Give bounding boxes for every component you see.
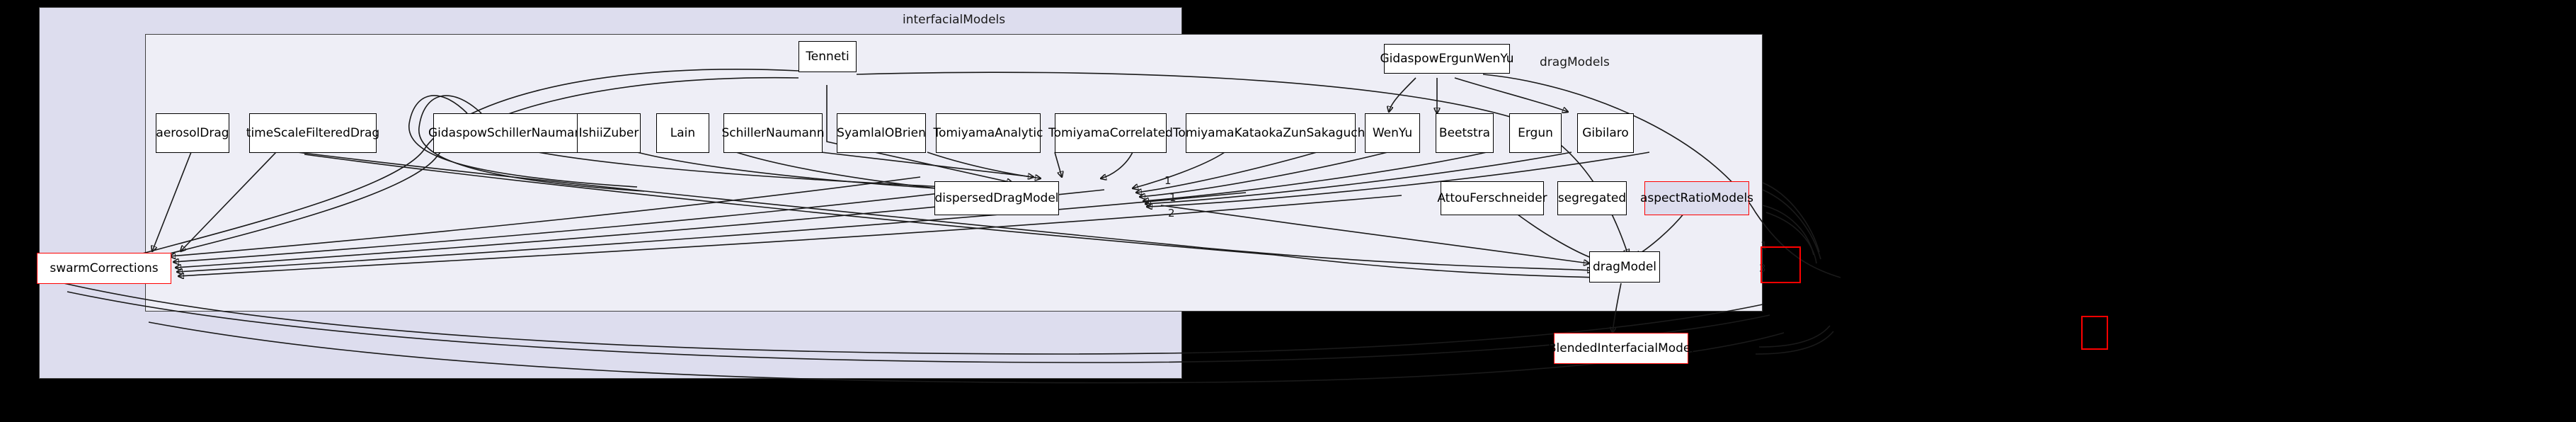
orphan-box-1[interactable] [1761,246,1801,283]
node-dispersedDragModel[interactable]: dispersedDragModel [934,181,1059,215]
edge-label-4: 1 [1761,239,1768,252]
node-TomiyamaCorrelated[interactable]: TomiyamaCorrelated [1048,113,1173,153]
node-Ergun-label: Ergun [1518,125,1553,140]
node-Tenneti[interactable]: Tenneti [798,41,857,72]
edge-label-3: 2 [1168,207,1175,219]
cluster-dragModels-label: dragModels [1540,55,1610,69]
node-aerosolDrag[interactable]: aerosolDrag [156,113,229,153]
node-dispersedDragModel-label: dispersedDragModel [934,190,1059,205]
node-BlendedInterfacialModel[interactable]: BlendedInterfacialModel [1548,333,1694,364]
node-SyamlalOBrien-label: SyamlalOBrien [837,125,926,140]
node-SyamlalOBrien[interactable]: SyamlalOBrien [837,113,926,153]
node-SchillerNaumann-label: SchillerNaumann [721,125,825,140]
node-TomiyamaCorrelated-label: TomiyamaCorrelated [1048,125,1173,140]
node-AttouFerschneider-label: AttouFerschneider [1437,190,1547,205]
node-AttouFerschneider[interactable]: AttouFerschneider [1437,181,1547,215]
cluster-interfacialModels-label: interfacialModels [903,13,1006,27]
node-GidaspowSchillerNaumann[interactable]: GidaspowSchillerNaumann [428,113,590,153]
edge-label-2: 1 [1169,191,1177,204]
node-TomiyamaAnalytic[interactable]: TomiyamaAnalytic [934,113,1043,153]
node-GidaspowErgunWenYu[interactable]: GidaspowErgunWenYu [1380,44,1514,74]
node-Lain[interactable]: Lain [656,113,709,153]
node-Lain-label: Lain [670,125,696,140]
node-TomiyamaAnalytic-label: TomiyamaAnalytic [933,125,1043,140]
node-aerosolDrag-label: aerosolDrag [156,125,229,140]
edge-label-5: 3 [1759,262,1766,275]
orphan-box-2[interactable] [2081,316,2108,350]
node-segregated[interactable]: segregated [1557,181,1627,215]
node-GidaspowErgunWenYu-label: GidaspowErgunWenYu [1380,51,1514,66]
node-WenYu-label: WenYu [1372,125,1413,140]
node-SchillerNaumann[interactable]: SchillerNaumann [722,113,824,153]
node-BlendedInterfacialModel-label: BlendedInterfacialModel [1547,341,1695,355]
node-swarmCorrections[interactable]: swarmCorrections [37,253,171,284]
node-timeScaleFilteredDrag[interactable]: timeScaleFilteredDrag [246,113,379,153]
node-Beetstra[interactable]: Beetstra [1436,113,1494,153]
node-Ergun[interactable]: Ergun [1509,113,1562,153]
node-dragModel-label: dragModel [1592,259,1657,274]
node-aspectRatioModels[interactable]: aspectRatioModels [1640,181,1753,215]
node-GidaspowSchillerNaumann-label: GidaspowSchillerNaumann [428,125,590,140]
edge-label-1: 1 [1164,174,1172,187]
node-aspectRatioModels-label: aspectRatioModels [1639,190,1754,205]
node-Gibilaro[interactable]: Gibilaro [1577,113,1634,153]
node-Beetstra-label: Beetstra [1438,125,1491,140]
node-swarmCorrections-label: swarmCorrections [50,261,159,275]
node-Tenneti-label: Tenneti [806,49,849,64]
cluster-dragModels [145,34,1763,312]
node-IshiiZuber-label: IshiiZuber [578,125,639,140]
node-TomiyamaKataokaZunSakaguchi[interactable]: TomiyamaKataokaZunSakaguchi [1173,113,1368,153]
node-WenYu[interactable]: WenYu [1365,113,1420,153]
node-Gibilaro-label: Gibilaro [1582,125,1629,140]
node-dragModel[interactable]: dragModel [1589,251,1660,283]
node-TomiyamaKataokaZunSakaguchi-label: TomiyamaKataokaZunSakaguchi [1172,125,1369,140]
node-segregated-label: segregated [1557,190,1627,205]
node-IshiiZuber[interactable]: IshiiZuber [577,113,641,153]
node-timeScaleFilteredDrag-label: timeScaleFilteredDrag [246,125,380,140]
